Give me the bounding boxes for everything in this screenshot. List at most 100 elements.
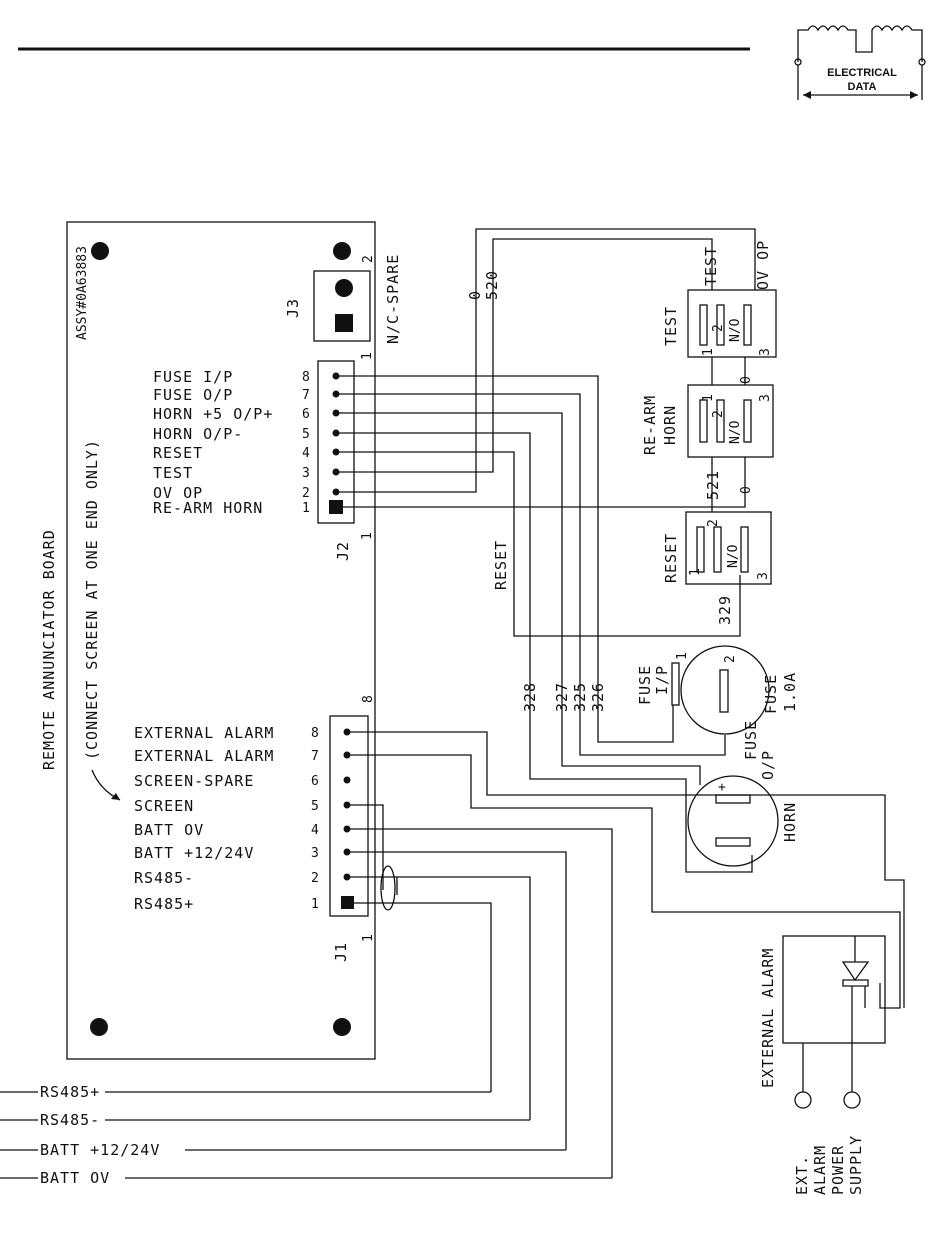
wire-0-top: 0 (466, 290, 484, 300)
fuse-ip-2: I/P (653, 665, 671, 695)
j2-pin-label: FUSE O/P (153, 386, 233, 404)
j1-pin-number: 6 (311, 774, 319, 789)
test-switch-p3: 3 (758, 348, 773, 356)
j1-pin: 6 SCREEN-SPARE (134, 772, 351, 790)
fuse-holder: FUSE I/P 1 2 FUSE O/P FUSE 1.0A (636, 645, 799, 780)
supply-terminal-2 (843, 1091, 861, 1109)
j2-wiring (336, 228, 756, 873)
coil-icon (797, 25, 923, 62)
j1-pin-label: RS485- (134, 869, 194, 887)
fuse-p2: 2 (723, 655, 738, 663)
supply-line-4: SUPPLY (847, 1135, 865, 1195)
j1-pin: 7 EXTERNAL ALARM (134, 747, 351, 765)
j3-label: J3 (284, 298, 302, 318)
fuse-p1: 1 (675, 652, 690, 660)
ext-line-rs485-minus: RS485- (40, 1111, 100, 1129)
wire-521: 521 (704, 470, 722, 500)
j1-pin-label: BATT OV (134, 821, 204, 839)
fuse-op-1: FUSE (742, 720, 760, 760)
test-switch-right: OV OP (754, 240, 772, 290)
test-switch-p1: 1 (701, 348, 716, 356)
j1-pin-label: BATT +12/24V (134, 844, 254, 862)
j1-corner-bottom: 1 (361, 934, 376, 942)
j1-pin-label: SCREEN-SPARE (134, 772, 254, 790)
j1-pin-number: 2 (311, 871, 319, 886)
reset-p1: 1 (688, 568, 703, 576)
j2-pin: 6 HORN +5 O/P+ (153, 405, 340, 423)
rearm-title-1: RE-ARM (641, 395, 659, 455)
j2-pin: 1RE-ARM HORN (153, 499, 343, 517)
ext-line-rs485-plus: RS485+ (40, 1083, 100, 1101)
j2-pin-number: 8 (302, 370, 310, 385)
test-switch-no: N/O (728, 318, 743, 342)
test-switch-p2: 2 (711, 324, 726, 332)
screened-pair-icon (380, 865, 396, 911)
sounder-icon (841, 961, 870, 987)
electrical-data-badge: ELECTRICAL DATA (794, 25, 926, 100)
j2-corner-bottom: 1 (360, 532, 375, 540)
j1-pin: 5 SCREEN (134, 797, 351, 815)
j1-pin-number: 7 (311, 749, 319, 764)
j2-pin-label: RESET (153, 444, 203, 462)
rearm-p3: 3 (758, 394, 773, 402)
wire-325: 325 (571, 682, 589, 712)
fuse-rating-2: 1.0A (781, 672, 799, 712)
test-switch-top: TEST (702, 246, 720, 286)
j1-label: J1 (332, 942, 350, 962)
test-switch-title: TEST (662, 306, 680, 346)
horn-label: HORN (781, 802, 799, 842)
badge-line2: DATA (848, 81, 877, 93)
annunciator-board (66, 221, 376, 1060)
board-note: (CONNECT SCREEN AT ONE END ONLY) (83, 439, 101, 760)
j1-pin-label: SCREEN (134, 797, 194, 815)
test-switch: TEST TEST OV OP 1 2 N/O 3 (662, 240, 777, 358)
ext-line-batt-plus: BATT +12/24V (40, 1141, 160, 1159)
supply-line-2: ALARM (811, 1145, 829, 1195)
j2-pin: 8 FUSE I/P (153, 368, 340, 386)
j1-wiring (347, 731, 905, 1178)
wire-reset-label: RESET (492, 540, 510, 590)
rearm-p1: 1 (701, 394, 716, 402)
ext-line-batt-ov: BATT OV (40, 1169, 110, 1187)
wire-0-rearm-bottom: 0 (739, 486, 754, 494)
external-alarm: EXTERNAL ALARM EXT. ALARM POWER SUPPLY (759, 935, 886, 1195)
wire-328: 328 (521, 682, 539, 712)
rearm-horn-switch: RE-ARM HORN 1 2 N/O 3 0 521 0 (641, 376, 774, 500)
reset-p2: 2 (706, 519, 721, 527)
external-alarm-label: EXTERNAL ALARM (759, 948, 777, 1088)
j2-pin-number: 6 (302, 407, 310, 422)
rearm-title-2: HORN (661, 405, 679, 445)
j1-pin-number: 3 (311, 846, 319, 861)
j1-pin-number: 4 (311, 823, 319, 838)
j1-pin-label: EXTERNAL ALARM (134, 747, 274, 765)
fuse-op-2: O/P (759, 750, 777, 780)
fuse-rating-1: FUSE (762, 674, 780, 714)
j2-pin-label: OV OP (153, 484, 203, 502)
wire-0-rearm-top: 0 (739, 376, 754, 384)
horn-plus: + (718, 780, 726, 795)
j1-pin-number: 5 (311, 799, 319, 814)
j2-pin-label: FUSE I/P (153, 368, 233, 386)
j1-pin: 4 BATT OV (134, 821, 351, 839)
rearm-p2: 2 (711, 410, 726, 418)
rearm-no: N/O (728, 420, 743, 444)
supply-line-3: POWER (829, 1145, 847, 1195)
j2-pin-number: 4 (302, 446, 310, 461)
reset-p3: 3 (756, 572, 771, 580)
j2-pin-label: RE-ARM HORN (153, 499, 263, 517)
mount-hole-tl (91, 242, 109, 260)
mount-hole-bl (90, 1018, 108, 1036)
supply-line-1: EXT. (793, 1155, 811, 1195)
j2-pin: 2OV OP (153, 484, 340, 502)
j1-pin-number: 1 (311, 897, 319, 912)
j1-pin: 3 BATT +12/24V (134, 844, 351, 862)
j2-pin-label: HORN +5 O/P+ (153, 405, 273, 423)
j1-pin: 2 RS485- (134, 869, 351, 887)
j3-connector (313, 270, 371, 342)
